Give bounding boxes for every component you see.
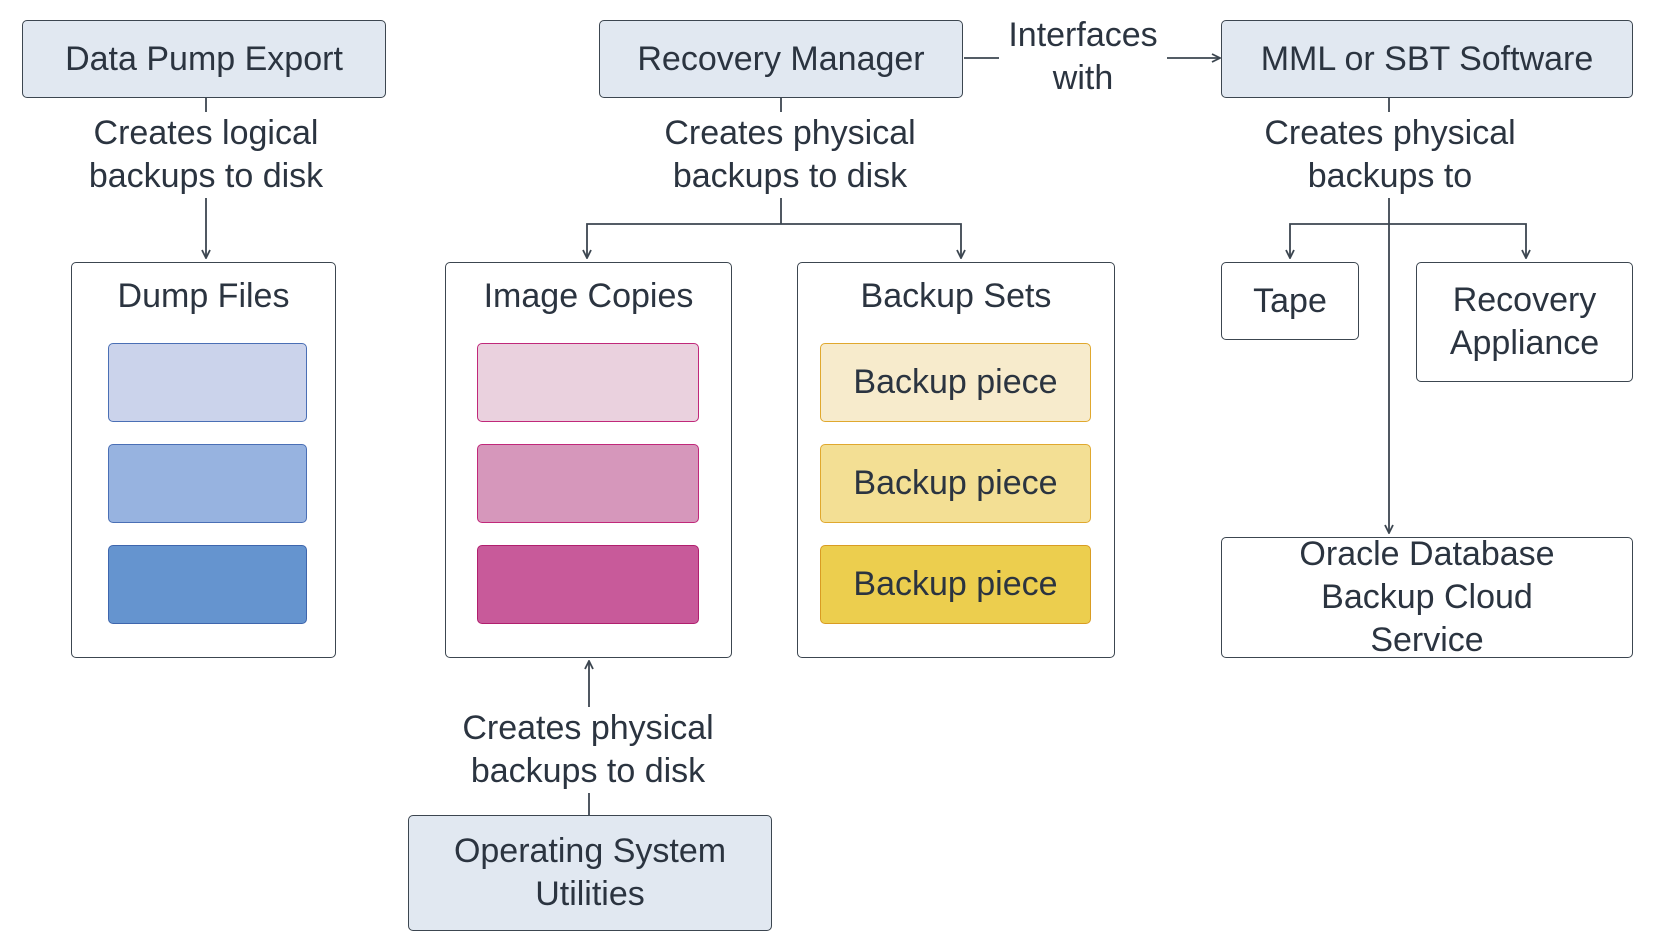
backup-piece-label: Backup piece: [853, 363, 1058, 401]
image-copy-slot: [477, 545, 699, 624]
edge-label-os-creates-physical: Creates physical backups to disk: [438, 707, 738, 793]
oracle-cloud-service-node: Oracle Database Backup Cloud Service: [1221, 535, 1633, 659]
tape-label: Tape: [1253, 281, 1327, 320]
dump-files-container: Dump Files: [71, 262, 336, 658]
edge-rman-to-imagecopies: [587, 223, 781, 258]
dump-files-title: Dump Files: [117, 277, 290, 315]
backup-piece-label: Backup piece: [853, 565, 1058, 603]
edge-label-rman-creates-physical: Creates physical backups to disk: [640, 112, 940, 198]
recovery-manager-label: Recovery Manager: [637, 39, 925, 78]
image-copies-container: Image Copies: [445, 262, 732, 658]
recovery-appliance-node: Recovery Appliance: [1416, 262, 1633, 382]
edge-mml-to-appliance: [1389, 223, 1526, 258]
backup-piece: Backup piece: [820, 343, 1091, 422]
edge-rman-to-backupsets: [781, 223, 961, 258]
data-pump-export-node: Data Pump Export: [22, 20, 386, 98]
image-copies-title: Image Copies: [483, 277, 694, 315]
edge-label-creates-logical: Creates logical backups to disk: [56, 112, 356, 198]
dump-file-slot: [108, 545, 307, 624]
dump-file-slot: [108, 343, 307, 422]
mml-sbt-software-label: MML or SBT Software: [1260, 39, 1594, 78]
edge-mml-to-tape: [1290, 223, 1389, 258]
edge-label-interfaces-with: Interfaces with: [999, 14, 1167, 100]
operating-system-utilities-node: Operating System Utilities: [408, 815, 772, 931]
recovery-manager-node: Recovery Manager: [599, 20, 963, 98]
tape-node: Tape: [1221, 262, 1359, 340]
data-pump-export-label: Data Pump Export: [65, 39, 343, 78]
backup-piece: Backup piece: [820, 444, 1091, 523]
backup-piece: Backup piece: [820, 545, 1091, 624]
backup-piece-label: Backup piece: [853, 464, 1058, 502]
mml-sbt-software-node: MML or SBT Software: [1221, 20, 1633, 98]
recovery-appliance-label: Recovery Appliance: [1449, 281, 1600, 362]
dump-file-slot: [108, 444, 307, 523]
image-copy-slot: [477, 343, 699, 422]
image-copy-slot: [477, 444, 699, 523]
backup-sets-title: Backup Sets: [860, 277, 1052, 315]
operating-system-utilities-label: Operating System Utilities: [453, 832, 727, 913]
oracle-cloud-service-label: Oracle Database Backup Cloud Service: [1299, 535, 1555, 659]
backup-sets-container: Backup Sets Backup piece Backup piece Ba…: [797, 262, 1115, 658]
edge-label-mml-creates-physical: Creates physical backups to: [1240, 112, 1540, 198]
